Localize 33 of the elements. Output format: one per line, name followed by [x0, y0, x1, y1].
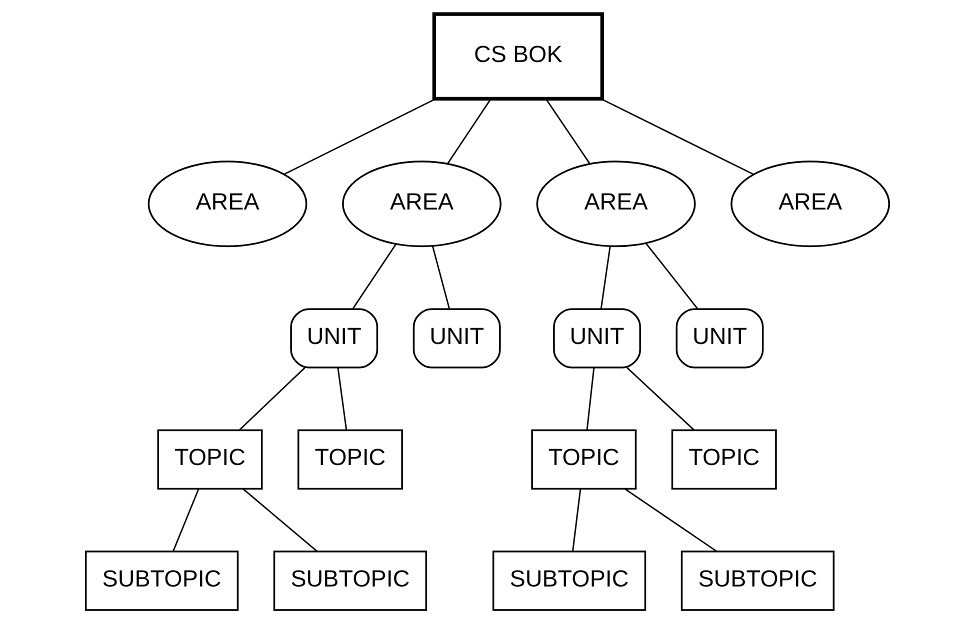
- node-box: SUBTOPIC: [492, 550, 646, 611]
- connector: [172, 488, 200, 552]
- node-box: UNIT: [290, 308, 378, 368]
- node-box: TOPIC: [157, 429, 263, 490]
- connector: [352, 244, 397, 310]
- connector: [600, 246, 611, 309]
- connector: [600, 98, 754, 176]
- node-box: UNIT: [412, 308, 501, 368]
- node-box: SUBTOPIC: [680, 550, 835, 611]
- node-box: CS BOK: [432, 12, 604, 101]
- node-box: SUBTOPIC: [273, 550, 428, 611]
- connector: [238, 367, 306, 431]
- connector: [446, 98, 492, 164]
- connector: [432, 246, 450, 310]
- node-box: UNIT: [676, 308, 764, 368]
- connector: [645, 242, 698, 310]
- node-ellipse: AREA: [730, 160, 890, 248]
- node-ellipse: AREA: [342, 160, 502, 248]
- connector: [626, 367, 695, 431]
- connector: [284, 98, 436, 175]
- node-ellipse: AREA: [148, 160, 308, 248]
- connector: [545, 98, 590, 164]
- node-ellipse: AREA: [536, 160, 696, 248]
- node-box: TOPIC: [671, 429, 777, 490]
- node-box: TOPIC: [531, 429, 637, 490]
- node-box: UNIT: [553, 308, 641, 368]
- node-box: SUBTOPIC: [84, 550, 239, 611]
- connector: [572, 488, 582, 552]
- node-box: TOPIC: [297, 429, 403, 490]
- connector: [624, 488, 718, 552]
- connector: [586, 368, 595, 430]
- connector: [242, 488, 318, 552]
- connector: [337, 368, 348, 430]
